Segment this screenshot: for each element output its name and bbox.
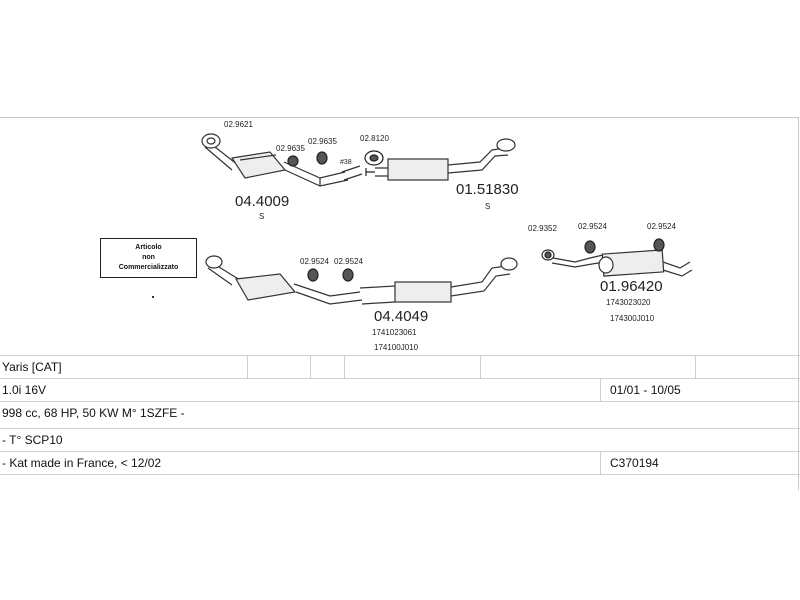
production-period: 01/01 - 10/05	[610, 383, 681, 397]
row-model: Yaris [CAT]	[0, 355, 800, 378]
clamp-label-02-9352: 02.9352	[528, 224, 557, 233]
not-commercialized-note: Articolo non Commercializzato	[100, 238, 197, 278]
note-line-2: non	[142, 254, 155, 261]
row-remark: - Kat made in France, < 12/02 C370194	[0, 451, 800, 475]
rear-silencer-01-96420	[541, 249, 693, 277]
part-number-01-96420: 01.96420	[600, 278, 663, 295]
clamp-label-02-9524-b: 02.9524	[334, 257, 363, 266]
part-number-04-4009: 04.4009	[235, 193, 289, 210]
vehicle-info-table: Yaris [CAT] 1.0i 16V 01/01 - 10/05 998 c…	[0, 355, 800, 475]
row-specs: 998 cc, 68 HP, 50 KW M° 1SZFE -	[0, 401, 800, 424]
clamp-label-02-9621: 02.9621	[224, 120, 253, 129]
vehicle-type: - T° SCP10	[2, 433, 63, 447]
part-number-04-4049: 04.4049	[374, 308, 428, 325]
part-code-174300j010: 174300J010	[610, 314, 655, 323]
part-suffix-04-4009: S	[259, 212, 264, 221]
clamp-label-02-9635-a: 02.9635	[276, 144, 305, 153]
engine-specs: 998 cc, 68 HP, 50 KW M° 1SZFE -	[2, 406, 185, 420]
clamp-icons-right	[544, 238, 665, 259]
row-engine: 1.0i 16V 01/01 - 10/05	[0, 378, 800, 401]
note-line-3: Commercializzato	[118, 264, 179, 271]
remark-text: - Kat made in France, < 12/02	[2, 456, 162, 470]
part-code-1741023061: 1741023061	[372, 328, 417, 337]
part-suffix-01-51830: S	[485, 202, 490, 211]
clamp-label-02-9524-d: 02.9524	[647, 222, 676, 231]
diagram-frame	[0, 117, 799, 490]
part-number-01-51830: 01.51830	[456, 181, 519, 198]
vehicle-model: Yaris [CAT]	[2, 360, 62, 374]
engine-variant: 1.0i 16V	[2, 383, 47, 397]
clamp-icons-bottom	[307, 268, 354, 282]
front-pipe-04-4049	[205, 255, 518, 305]
middle-silencer-01-51830	[375, 138, 516, 181]
row-type: - T° SCP10	[0, 428, 800, 451]
clamp-label-02-9635-b: 02.9635	[308, 137, 337, 146]
part-code-1743023020: 1743023020	[606, 298, 651, 307]
clamp-label-02-8120: 02.8120	[360, 134, 389, 143]
note-line-1: Articolo	[135, 244, 162, 251]
clamp-label-02-9524-c: 02.9524	[578, 222, 607, 231]
catalog-code: C370194	[610, 456, 659, 470]
front-pipe-04-4009	[201, 133, 363, 187]
part-code-174100j010: 174100J010	[374, 343, 419, 352]
clamp-label-02-9524-a: 02.9524	[300, 257, 329, 266]
clamp-icons-top	[287, 150, 384, 176]
clamp-label-38: #38	[340, 159, 352, 166]
marker-dot	[152, 296, 154, 298]
